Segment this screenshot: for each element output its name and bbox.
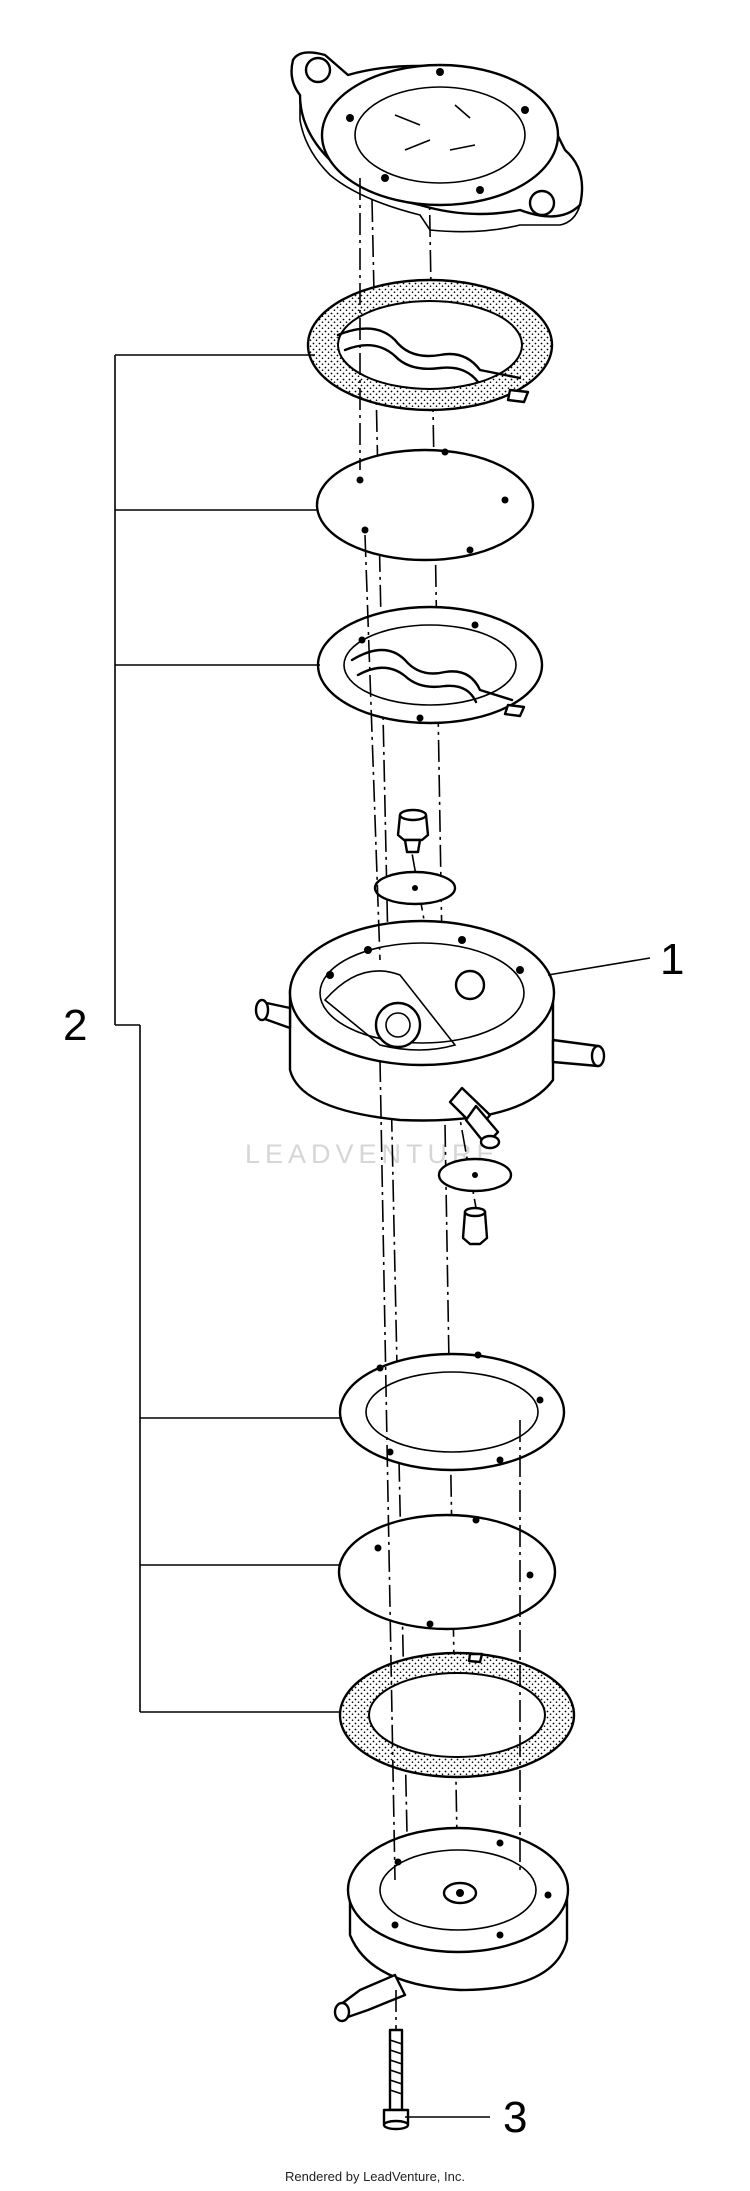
gasket-bottom bbox=[338, 1651, 576, 1779]
pump-body bbox=[254, 919, 606, 1150]
hole-alignment-lines bbox=[359, 178, 521, 2030]
gasket-middle bbox=[316, 605, 544, 725]
leader-line-1 bbox=[547, 957, 651, 976]
callout-2: 2 bbox=[63, 1001, 87, 1050]
footer-credit: Rendered by LeadVenture, Inc. bbox=[285, 2169, 465, 2184]
callout-bracket-2 bbox=[114, 354, 342, 1713]
check-valve-upper bbox=[373, 808, 457, 906]
diaphragm-upper bbox=[315, 448, 535, 562]
check-valve-lower bbox=[437, 1157, 513, 1246]
callout-3: 3 bbox=[503, 2093, 527, 2142]
gasket-upper bbox=[306, 278, 554, 412]
gasket-lower bbox=[338, 1351, 566, 1472]
top-cover bbox=[290, 51, 584, 233]
bottom-cover bbox=[333, 1826, 570, 2023]
callout-1: 1 bbox=[660, 935, 684, 984]
mounting-screw bbox=[382, 2028, 410, 2131]
diaphragm-lower bbox=[337, 1513, 557, 1631]
